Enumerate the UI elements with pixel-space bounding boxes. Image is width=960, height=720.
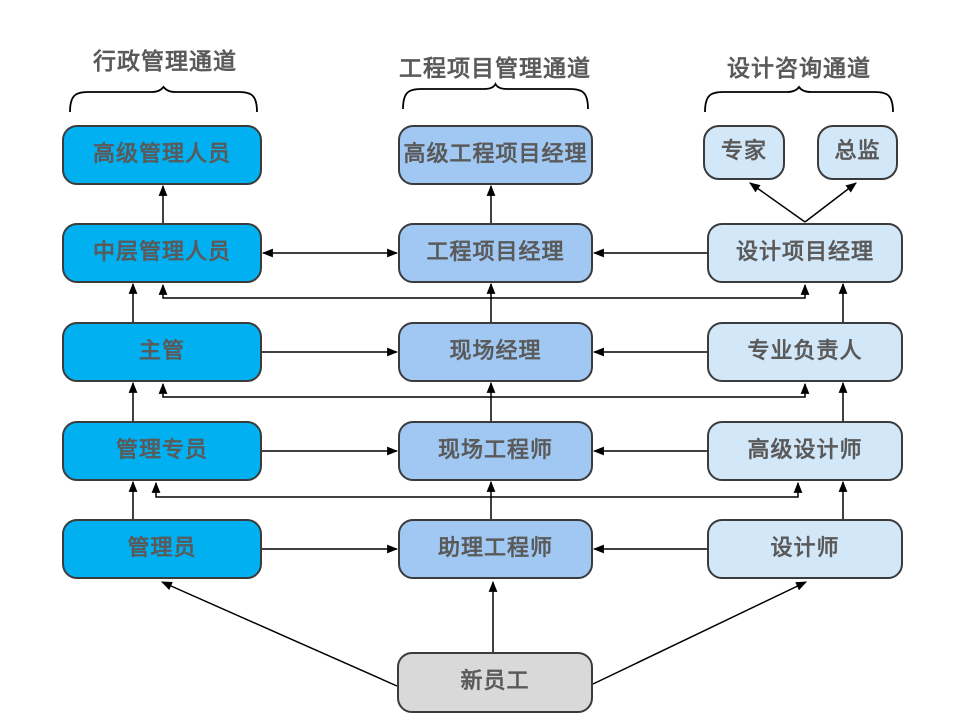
brace-admin-channel [69, 85, 258, 113]
node-chief-director: 总监 [817, 125, 898, 180]
entry-arrows [160, 580, 807, 687]
node-management-specialist: 管理专员 [62, 421, 262, 481]
crossover-level3 [158, 382, 810, 398]
node-site-manager: 现场经理 [398, 322, 593, 382]
crossover-connectors [151, 283, 810, 498]
node-senior-designer: 高级设计师 [707, 421, 903, 481]
node-design-project-manager: 设计项目经理 [707, 223, 903, 283]
channel-braces [69, 81, 894, 113]
node-supervisor: 主管 [62, 322, 262, 382]
promotion-arrows [128, 182, 857, 519]
arrow-new-employee-to-administrator [160, 581, 398, 687]
channel-title-design: 设计咨询通道 [727, 56, 871, 82]
crossover-level4 [151, 481, 803, 498]
arrow-design-pm-to-expert [749, 182, 806, 223]
node-designer: 设计师 [707, 519, 903, 579]
node-new-employee: 新员工 [397, 652, 593, 713]
channel-title-admin: 行政管理通道 [93, 49, 237, 75]
arrow-new-employee-to-designer [592, 581, 807, 685]
brace-design-channel [704, 85, 894, 113]
node-assistant-engineer: 助理工程师 [398, 519, 593, 579]
node-expert: 专家 [703, 125, 785, 180]
node-site-engineer: 现场工程师 [398, 421, 593, 481]
node-project-manager: 工程项目经理 [398, 223, 593, 283]
arrow-design-pm-to-chief-director [804, 182, 857, 223]
node-discipline-lead: 专业负责人 [707, 322, 903, 382]
transfer-arrows [261, 248, 707, 554]
node-middle-management: 中层管理人员 [62, 223, 262, 283]
node-administrator: 管理员 [62, 519, 262, 579]
node-senior-project-manager: 高级工程项目经理 [398, 125, 593, 185]
brace-project-channel [402, 81, 589, 110]
channel-title-project: 工程项目管理通道 [399, 56, 591, 82]
crossover-level2 [158, 283, 810, 299]
node-senior-management: 高级管理人员 [62, 125, 262, 185]
